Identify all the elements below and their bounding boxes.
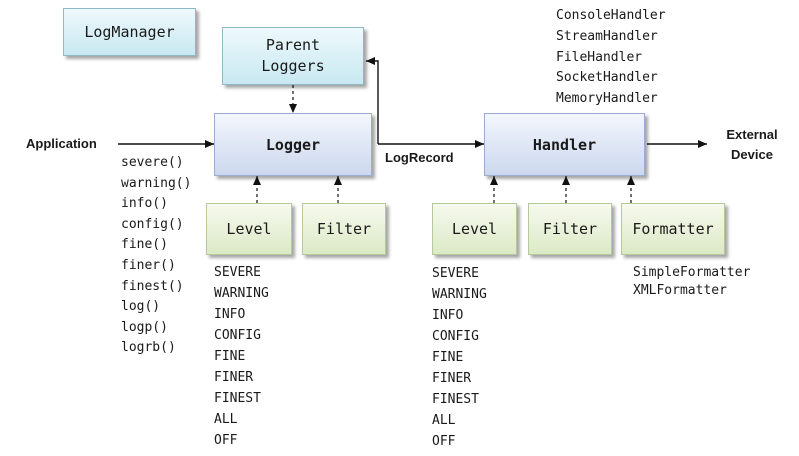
list-item: FINEST xyxy=(214,391,261,406)
logger-levels-list: SEVERE WARNING INFO CONFIG FINE FINER FI… xyxy=(214,262,269,451)
list-item: logrb() xyxy=(121,340,176,356)
list-item: finest() xyxy=(121,278,184,294)
external-device-label: External Device xyxy=(726,127,778,162)
list-item: FINE xyxy=(214,349,246,364)
handler-box: Handler xyxy=(484,113,645,176)
list-item: SocketHandler xyxy=(556,70,658,86)
logger-filter-box: Filter xyxy=(302,203,386,255)
logger-methods-list: severe() warning() info() config() fine(… xyxy=(121,153,191,359)
log-manager-label: LogManager xyxy=(84,23,175,41)
list-item: CONFIG xyxy=(214,328,261,343)
list-item: INFO xyxy=(214,307,246,322)
logger-level-box: Level xyxy=(206,203,292,255)
list-item: FINER xyxy=(214,370,254,385)
handler-levels-list: SEVERE WARNING INFO CONFIG FINE FINER FI… xyxy=(432,263,487,452)
application-label: Application xyxy=(26,136,97,151)
logger-level-label: Level xyxy=(226,220,272,238)
list-item: WARNING xyxy=(432,287,487,302)
list-item: XMLFormatter xyxy=(633,283,727,298)
handler-level-label: Level xyxy=(451,220,498,238)
handler-level-box: Level xyxy=(432,203,517,255)
list-item: severe() xyxy=(121,155,184,170)
handler-label: Handler xyxy=(532,135,597,154)
list-item: SEVERE xyxy=(214,265,261,280)
list-item: FileHandler xyxy=(556,49,643,65)
list-item: FINER xyxy=(432,371,472,386)
logger-box: Logger xyxy=(214,113,372,176)
parent-loggers-box: Parent Loggers xyxy=(222,27,364,85)
list-item: finer() xyxy=(121,257,176,273)
list-item: config() xyxy=(121,216,184,232)
list-item: log() xyxy=(121,299,161,315)
list-item: warning() xyxy=(121,175,192,191)
list-item: ALL xyxy=(432,413,456,428)
formatter-types-list: SimpleFormatter XMLFormatter xyxy=(633,264,750,300)
logger-filter-label: Filter xyxy=(316,220,372,238)
list-item: info() xyxy=(121,196,168,212)
handler-filter-box: Filter xyxy=(528,203,612,255)
formatter-label: Formatter xyxy=(632,220,714,238)
list-item: OFF xyxy=(432,434,456,449)
logger-label: Logger xyxy=(265,135,321,154)
list-item: FINEST xyxy=(432,392,479,407)
list-item: logp() xyxy=(121,319,168,335)
handler-filter-label: Filter xyxy=(542,220,598,238)
log-manager-box: LogManager xyxy=(63,8,196,56)
list-item: ALL xyxy=(214,412,238,427)
list-item: OFF xyxy=(214,433,238,448)
list-item: StreamHandler xyxy=(556,28,658,44)
list-item: FINE xyxy=(432,350,464,365)
list-item: SEVERE xyxy=(432,266,479,281)
list-item: INFO xyxy=(432,308,464,323)
list-item: WARNING xyxy=(214,286,269,301)
list-item: fine() xyxy=(121,237,168,253)
logger-to-parent-arrow xyxy=(366,57,379,144)
parent-loggers-label: Parent Loggers xyxy=(261,36,325,75)
formatter-box: Formatter xyxy=(621,203,725,255)
list-item: SimpleFormatter xyxy=(633,265,751,280)
list-item: MemoryHandler xyxy=(556,91,658,107)
list-item: CONFIG xyxy=(432,329,479,344)
handler-types-list: ConsoleHandler StreamHandler FileHandler… xyxy=(556,6,666,110)
list-item: ConsoleHandler xyxy=(556,8,666,23)
log-record-label: LogRecord xyxy=(385,150,454,165)
